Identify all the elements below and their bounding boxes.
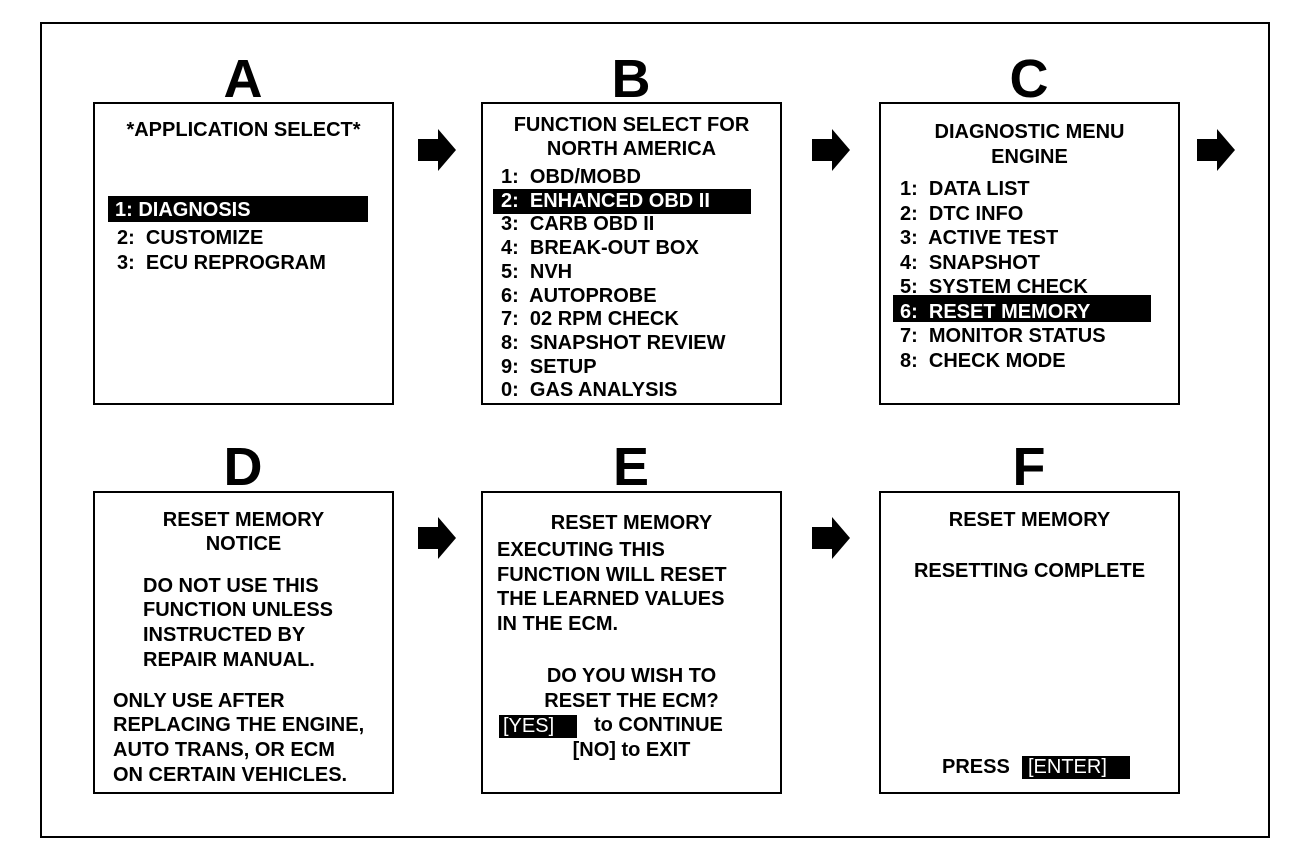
menu-item[interactable]: 1: DATA LIST: [900, 178, 1030, 200]
body-text: EXECUTING THIS: [497, 539, 665, 561]
no-instruction[interactable]: [NO] to EXIT: [572, 739, 691, 761]
right-arrow-icon: [418, 517, 456, 559]
selection-highlight: [108, 196, 368, 222]
note-text: ONLY USE AFTER: [113, 690, 285, 712]
screen-reset-confirm: RESET MEMORY EXECUTING THIS FUNCTION WIL…: [481, 491, 782, 794]
label-c: C: [1009, 49, 1049, 109]
screen-title: DIAGNOSTIC MENU: [934, 121, 1125, 143]
screen-title: RESET MEMORY: [550, 512, 713, 534]
menu-item[interactable]: 1: OBD/MOBD: [501, 166, 641, 188]
label-e: E: [612, 437, 650, 497]
note-text: AUTO TRANS, OR ECM: [113, 739, 335, 761]
menu-item[interactable]: 5: NVH: [501, 260, 573, 283]
screen-title: RESET MEMORY: [948, 509, 1111, 531]
warning-text: DO NOT USE THIS: [143, 575, 319, 597]
screen-subtitle: NOTICE: [205, 533, 282, 555]
menu-item-customize[interactable]: 2: CUSTOMIZE: [117, 227, 264, 249]
enter-key-highlight: [1022, 756, 1130, 779]
right-arrow-icon: [812, 129, 850, 171]
yes-key-highlight: [499, 715, 577, 738]
menu-item[interactable]: 0: GAS ANALYSIS: [501, 379, 678, 402]
menu-item[interactable]: 4: BREAK-OUT BOX: [501, 237, 699, 260]
menu-item[interactable]: 8: SNAPSHOT REVIEW: [501, 331, 726, 354]
menu-item[interactable]: 6: AUTOPROBE: [501, 284, 657, 307]
warning-text: FUNCTION UNLESS: [143, 599, 333, 621]
menu-item[interactable]: 3: CARB OBD II: [501, 213, 655, 236]
screen-function-select: FUNCTION SELECT FOR NORTH AMERICA 1: OBD…: [481, 102, 782, 405]
question-text: DO YOU WISH TO: [546, 665, 717, 687]
screen-reset-notice: RESET MEMORY NOTICE DO NOT USE THIS FUNC…: [93, 491, 394, 794]
menu-item-ecu-reprogram[interactable]: 3: ECU REPROGRAM: [117, 252, 326, 274]
warning-text: REPAIR MANUAL.: [143, 649, 315, 671]
menu-item[interactable]: 8: CHECK MODE: [900, 349, 1066, 372]
menu-item[interactable]: 5: SYSTEM CHECK: [900, 276, 1088, 298]
label-b: B: [611, 49, 651, 109]
screen-subtitle: ENGINE: [991, 146, 1068, 168]
screen-subtitle: NORTH AMERICA: [546, 138, 717, 160]
press-label: PRESS: [942, 756, 1010, 778]
body-text: THE LEARNED VALUES: [497, 588, 725, 610]
enter-button[interactable]: [ENTER]: [1028, 756, 1107, 778]
yes-instruction: to CONTINUE: [594, 714, 723, 736]
selection-highlight: [493, 189, 751, 214]
yes-button[interactable]: [YES]: [503, 715, 555, 737]
note-text: ON CERTAIN VEHICLES.: [113, 764, 348, 786]
menu-item-diagnosis[interactable]: 1: DIAGNOSIS: [115, 199, 251, 221]
right-arrow-icon: [418, 129, 456, 171]
menu-item[interactable]: 2: ENHANCED OBD II: [501, 189, 710, 212]
screen-application-select: *APPLICATION SELECT* 1: DIAGNOSIS 2: CUS…: [93, 102, 394, 405]
body-text: IN THE ECM.: [497, 613, 619, 635]
right-arrow-icon: [1197, 129, 1235, 171]
selection-highlight: [893, 295, 1151, 322]
screen-title: RESET MEMORY: [162, 509, 325, 531]
right-arrow-icon: [812, 517, 850, 559]
warning-text: INSTRUCTED BY: [143, 624, 306, 646]
question-text: RESET THE ECM?: [544, 690, 719, 712]
label-f: F: [1012, 437, 1046, 497]
menu-item[interactable]: 2: DTC INFO: [900, 202, 1024, 225]
menu-item[interactable]: 7: 02 RPM CHECK: [501, 308, 679, 331]
screen-reset-complete: RESET MEMORY RESETTING COMPLETE PRESS [E…: [879, 491, 1180, 794]
menu-item[interactable]: 3: ACTIVE TEST: [900, 227, 1059, 249]
menu-item[interactable]: 4: SNAPSHOT: [900, 251, 1041, 274]
label-a: A: [223, 49, 263, 109]
status-text: RESETTING COMPLETE: [913, 560, 1146, 582]
menu-item[interactable]: 7: MONITOR STATUS: [900, 325, 1106, 347]
menu-item[interactable]: 9: SETUP: [501, 355, 597, 378]
label-d: D: [223, 437, 263, 497]
diagram-frame: [40, 22, 1270, 838]
menu-item[interactable]: 6: RESET MEMORY: [900, 300, 1091, 323]
screen-title: *APPLICATION SELECT*: [126, 119, 361, 141]
screen-title: FUNCTION SELECT FOR: [513, 114, 750, 136]
body-text: FUNCTION WILL RESET: [497, 564, 727, 586]
note-text: REPLACING THE ENGINE,: [113, 714, 365, 736]
